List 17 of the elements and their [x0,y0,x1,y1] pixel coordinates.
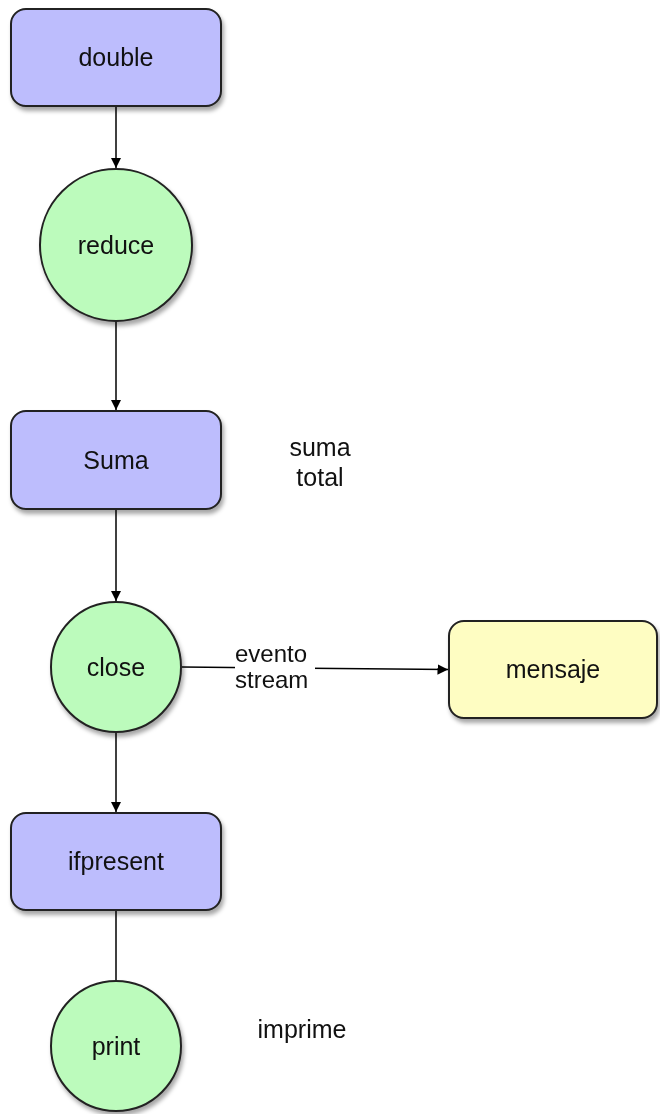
arrow [110,732,122,813]
node-label: mensaje [505,655,601,684]
node-label: reduce [77,230,155,260]
annotation-text: imprime [256,1014,348,1044]
node-label: double [78,43,154,72]
process-box [10,410,222,510]
process-box [10,812,222,911]
node-label: print [91,1031,141,1061]
node-label: Suma [83,445,149,475]
process-box [10,8,222,107]
annotation-text: suma total [288,432,352,492]
node-label: close [86,652,146,682]
arrow [110,509,122,602]
node-label: ifpresent [68,847,164,876]
arrow [110,321,122,411]
arrow [110,106,122,169]
process-box [448,620,658,719]
